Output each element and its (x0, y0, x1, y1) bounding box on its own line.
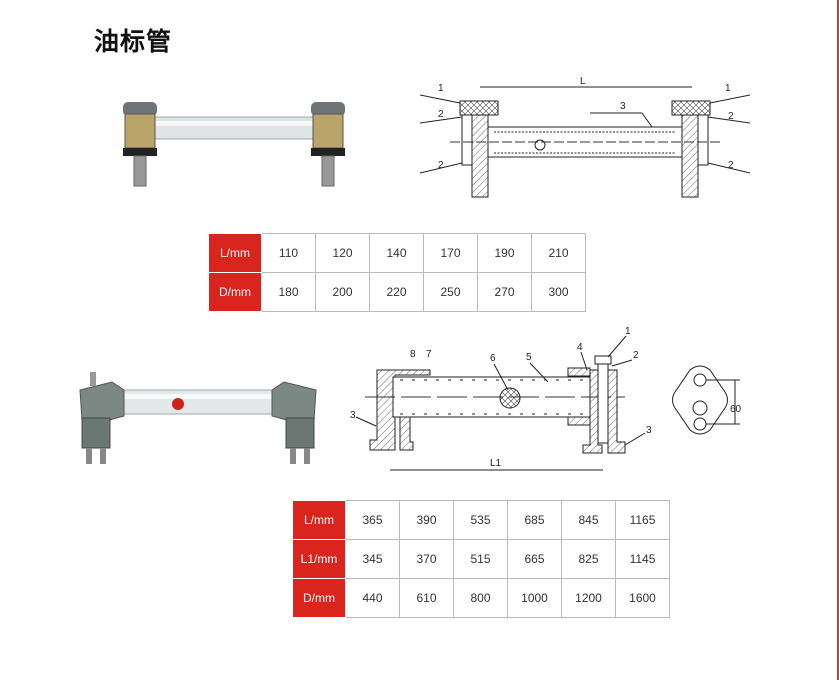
cell: 845 (561, 500, 616, 540)
page-title: 油标管 (94, 27, 173, 56)
label-2-right: 2 (728, 111, 734, 122)
label-6: 6 (490, 353, 496, 364)
cell: 180 (261, 272, 316, 312)
cell: 370 (399, 539, 454, 579)
cell: 515 (453, 539, 508, 579)
label-7: 7 (426, 349, 432, 360)
label-5: 5 (526, 352, 532, 363)
oil-level-tube-diagram-2: L1 3 8 7 6 5 4 1 2 3 60 (350, 326, 742, 471)
page-edge-line (837, 0, 839, 680)
cell: 250 (423, 272, 478, 312)
cell: 270 (477, 272, 532, 312)
label-2b: 2 (438, 160, 444, 171)
cell: 190 (477, 233, 532, 273)
label-1: 1 (625, 326, 631, 337)
label-3-right: 3 (646, 425, 652, 436)
dim-label-60: 60 (730, 404, 742, 415)
cell: 110 (261, 233, 316, 273)
cell: 365 (345, 500, 400, 540)
row-header: D/mm (292, 578, 346, 618)
cell: 140 (369, 233, 424, 273)
cell: 800 (453, 578, 508, 618)
dim-label-L: L (580, 76, 586, 87)
cell: 685 (507, 500, 562, 540)
label-3: 3 (620, 101, 626, 112)
dimension-table-1: L/mm 110 120 140 170 190 210 D/mm 180 20… (208, 233, 586, 312)
cell: 1145 (615, 539, 670, 579)
table-row: D/mm 440 610 800 1000 1200 1600 (292, 578, 670, 618)
row-header: L/mm (292, 500, 346, 540)
row-header: D/mm (208, 272, 262, 312)
cell: 1000 (507, 578, 562, 618)
label-4: 4 (577, 342, 583, 353)
table-row: L/mm 365 390 535 685 845 1165 (292, 500, 670, 540)
cell: 610 (399, 578, 454, 618)
cell: 1600 (615, 578, 670, 618)
cell: 390 (399, 500, 454, 540)
label-2b-right: 2 (728, 160, 734, 171)
cell: 170 (423, 233, 478, 273)
oil-level-tube-photo-2 (79, 372, 317, 464)
table-row: D/mm 180 200 220 250 270 300 (208, 272, 586, 312)
cell: 300 (531, 272, 586, 312)
cell: 210 (531, 233, 586, 273)
oil-level-tube-diagram-1: L 1 2 2 1 2 2 3 (420, 76, 750, 198)
row-header: L/mm (208, 233, 262, 273)
cell: 825 (561, 539, 616, 579)
cell: 440 (345, 578, 400, 618)
cell: 220 (369, 272, 424, 312)
dimension-table-2: L/mm 365 390 535 685 845 1165 L1/mm 345 … (292, 500, 670, 618)
cell: 120 (315, 233, 370, 273)
cell: 665 (507, 539, 562, 579)
cell: 345 (345, 539, 400, 579)
row-header: L1/mm (292, 539, 346, 579)
dim-label-L1: L1 (490, 458, 502, 469)
label-1-right: 1 (725, 83, 731, 94)
table-row: L/mm 110 120 140 170 190 210 (208, 233, 586, 273)
label-8: 8 (410, 349, 416, 360)
cell: 1165 (615, 500, 670, 540)
cell: 1200 (561, 578, 616, 618)
cell: 200 (315, 272, 370, 312)
label-2: 2 (633, 350, 639, 361)
label-2: 2 (438, 109, 444, 120)
label-3: 3 (350, 410, 356, 421)
oil-level-tube-photo-1 (123, 102, 345, 187)
cell: 535 (453, 500, 508, 540)
table-row: L1/mm 345 370 515 665 825 1145 (292, 539, 670, 579)
label-1: 1 (438, 83, 444, 94)
